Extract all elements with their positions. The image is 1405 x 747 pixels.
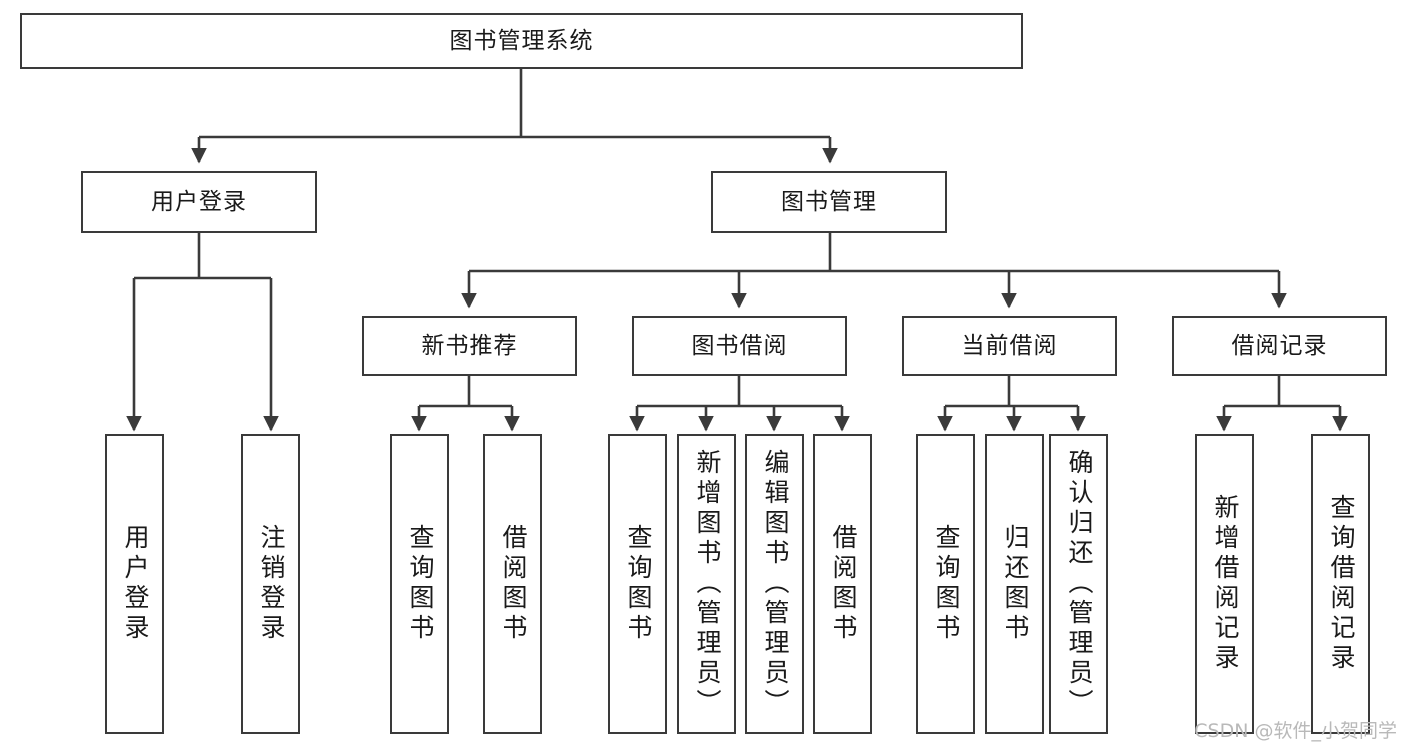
node-label: 图书管理 [781,188,877,215]
node-label: 注销登录 [257,524,285,644]
node-book-management[interactable]: 图书管理 [711,171,947,233]
node-leaf-add-borrow-record[interactable]: 新增借阅记录 [1195,434,1254,734]
node-leaf-borrow-book[interactable]: 借阅图书 [813,434,872,734]
node-leaf-user-login[interactable]: 用户登录 [105,434,164,734]
node-label: 借阅图书 [829,524,857,644]
node-label: 查询图书 [624,524,652,644]
node-label: 编辑图书（管理员） [761,449,789,719]
csdn-watermark: CSDN @软件_小贺同学 [1194,720,1397,742]
node-leaf-logout-login[interactable]: 注销登录 [241,434,300,734]
node-leaf-query-book-recommend[interactable]: 查询图书 [390,434,449,734]
node-label: 用户登录 [151,188,247,215]
node-leaf-return-book[interactable]: 归还图书 [985,434,1044,734]
node-leaf-query-book-current[interactable]: 查询图书 [916,434,975,734]
node-new-book-recommend[interactable]: 新书推荐 [362,316,577,376]
node-label: 新增借阅记录 [1211,494,1239,674]
node-label: 借阅记录 [1231,332,1328,359]
node-borrow-record[interactable]: 借阅记录 [1172,316,1387,376]
node-leaf-borrow-book-recommend[interactable]: 借阅图书 [483,434,542,734]
node-leaf-query-borrow-record[interactable]: 查询借阅记录 [1311,434,1370,734]
node-book-borrow[interactable]: 图书借阅 [632,316,847,376]
node-book-management-system[interactable]: 图书管理系统 [20,13,1023,69]
node-label: 查询图书 [932,524,960,644]
node-leaf-confirm-return[interactable]: 确认归还（管理员） [1049,434,1108,734]
node-label: 查询借阅记录 [1327,494,1355,674]
node-label: 当前借阅 [961,332,1058,359]
node-label: 用户登录 [121,524,149,644]
node-leaf-edit-book[interactable]: 编辑图书（管理员） [745,434,804,734]
node-leaf-add-book[interactable]: 新增图书（管理员） [677,434,736,734]
node-label: 确认归还（管理员） [1065,449,1093,719]
node-label: 归还图书 [1001,524,1029,644]
node-leaf-query-book-borrow[interactable]: 查询图书 [608,434,667,734]
node-label: 图书管理系统 [449,27,594,54]
node-user-login[interactable]: 用户登录 [81,171,317,233]
node-label: 图书借阅 [691,332,788,359]
node-label: 新增图书（管理员） [693,449,721,719]
node-label: 新书推荐 [421,332,518,359]
node-label: 查询图书 [406,524,434,644]
node-current-borrow[interactable]: 当前借阅 [902,316,1117,376]
node-label: 借阅图书 [499,524,527,644]
